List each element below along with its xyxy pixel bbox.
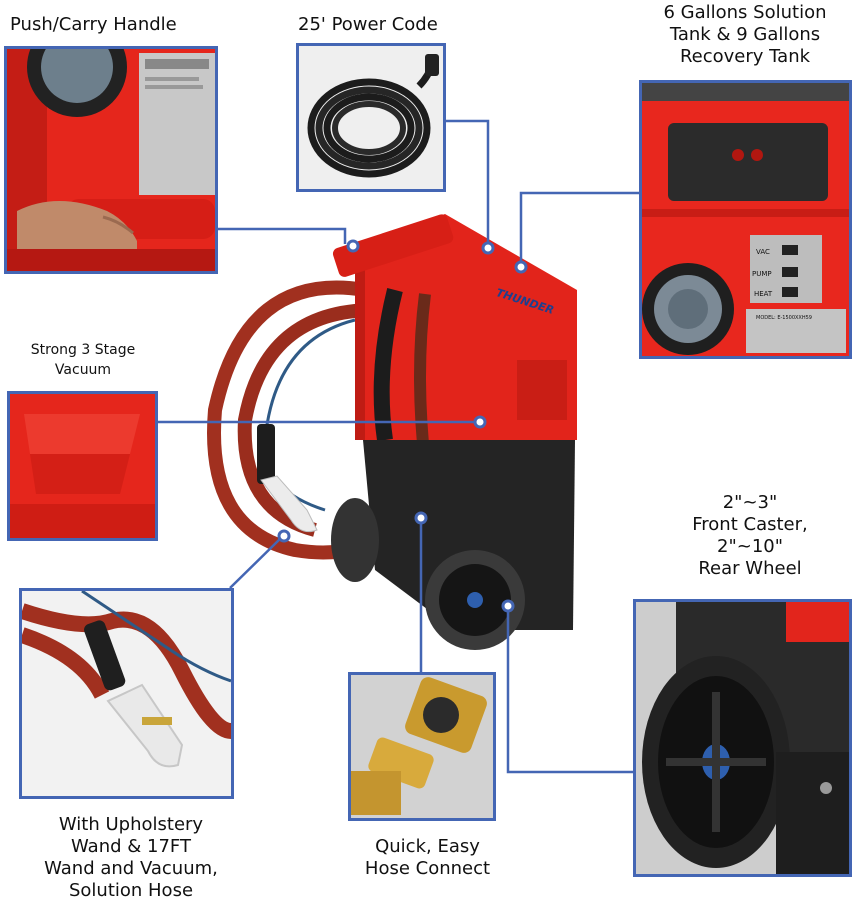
switch-label-heat: HEAT <box>754 290 773 298</box>
vacuum-closeup-illustration <box>10 394 155 538</box>
callout-wand-line2: Wand & 17FT <box>71 836 191 857</box>
panel-quick-connect <box>348 672 496 821</box>
panel-wand <box>19 588 234 799</box>
callout-connect: Quick, Easy Hose Connect <box>340 836 515 880</box>
model-plate-text: MODEL: E-1500XXH59 <box>756 315 812 321</box>
callout-vacuum: Strong 3 Stage Vacuum <box>18 340 148 380</box>
panel-tanks: VAC PUMP HEAT MODEL: E-1500XXH59 <box>639 80 852 359</box>
callout-wand-line4: Solution Hose <box>68 880 194 901</box>
wheel-closeup-illustration <box>636 602 849 874</box>
tank-top-illustration <box>642 83 849 356</box>
panel-vacuum <box>7 391 158 541</box>
callout-tanks: 6 Gallons Solution Tank & 9 Gallons Reco… <box>640 2 850 68</box>
callout-handle: Push/Carry Handle <box>10 14 177 35</box>
callout-wheels-line3: 2"~10" <box>717 536 783 557</box>
callout-wheels: 2"~3" Front Caster, 2"~10" Rear Wheel <box>660 492 840 580</box>
callout-wand: With Upholstery Wand & 17FT Wand and Vac… <box>26 814 236 902</box>
callout-wheels-line4: Rear Wheel <box>698 558 802 579</box>
extractor-machine-illustration <box>207 214 577 650</box>
panel-wheel <box>633 599 852 877</box>
callout-wheels-line2: Front Caster, <box>692 514 808 535</box>
callout-wand-line3: Wand and Vacuum, <box>44 858 218 879</box>
callout-vacuum-line1: Strong 3 Stage <box>30 342 136 358</box>
callout-vacuum-line2: Vacuum <box>54 362 112 378</box>
callout-wheels-line1: 2"~3" <box>722 492 778 513</box>
callout-tanks-line3: Recovery Tank <box>679 46 811 67</box>
callout-tanks-line2: Tank & 9 Gallons <box>669 24 821 45</box>
handle-closeup-illustration <box>7 49 215 271</box>
callout-connect-line1: Quick, Easy <box>375 836 480 857</box>
panel-handle <box>4 46 218 274</box>
panel-power-cord <box>296 43 446 192</box>
callout-wand-line1: With Upholstery <box>58 814 204 835</box>
switch-label-pump: PUMP <box>752 270 772 278</box>
quick-connect-illustration <box>351 675 493 818</box>
power-cord-illustration <box>299 46 443 189</box>
extractor-machine: THUNDER <box>205 210 595 660</box>
callout-connect-line2: Hose Connect <box>364 858 491 879</box>
switch-label-vac: VAC <box>756 248 770 256</box>
wand-illustration <box>22 591 231 796</box>
callout-power-cord: 25' Power Code <box>298 14 438 35</box>
callout-tanks-line1: 6 Gallons Solution <box>663 2 827 23</box>
